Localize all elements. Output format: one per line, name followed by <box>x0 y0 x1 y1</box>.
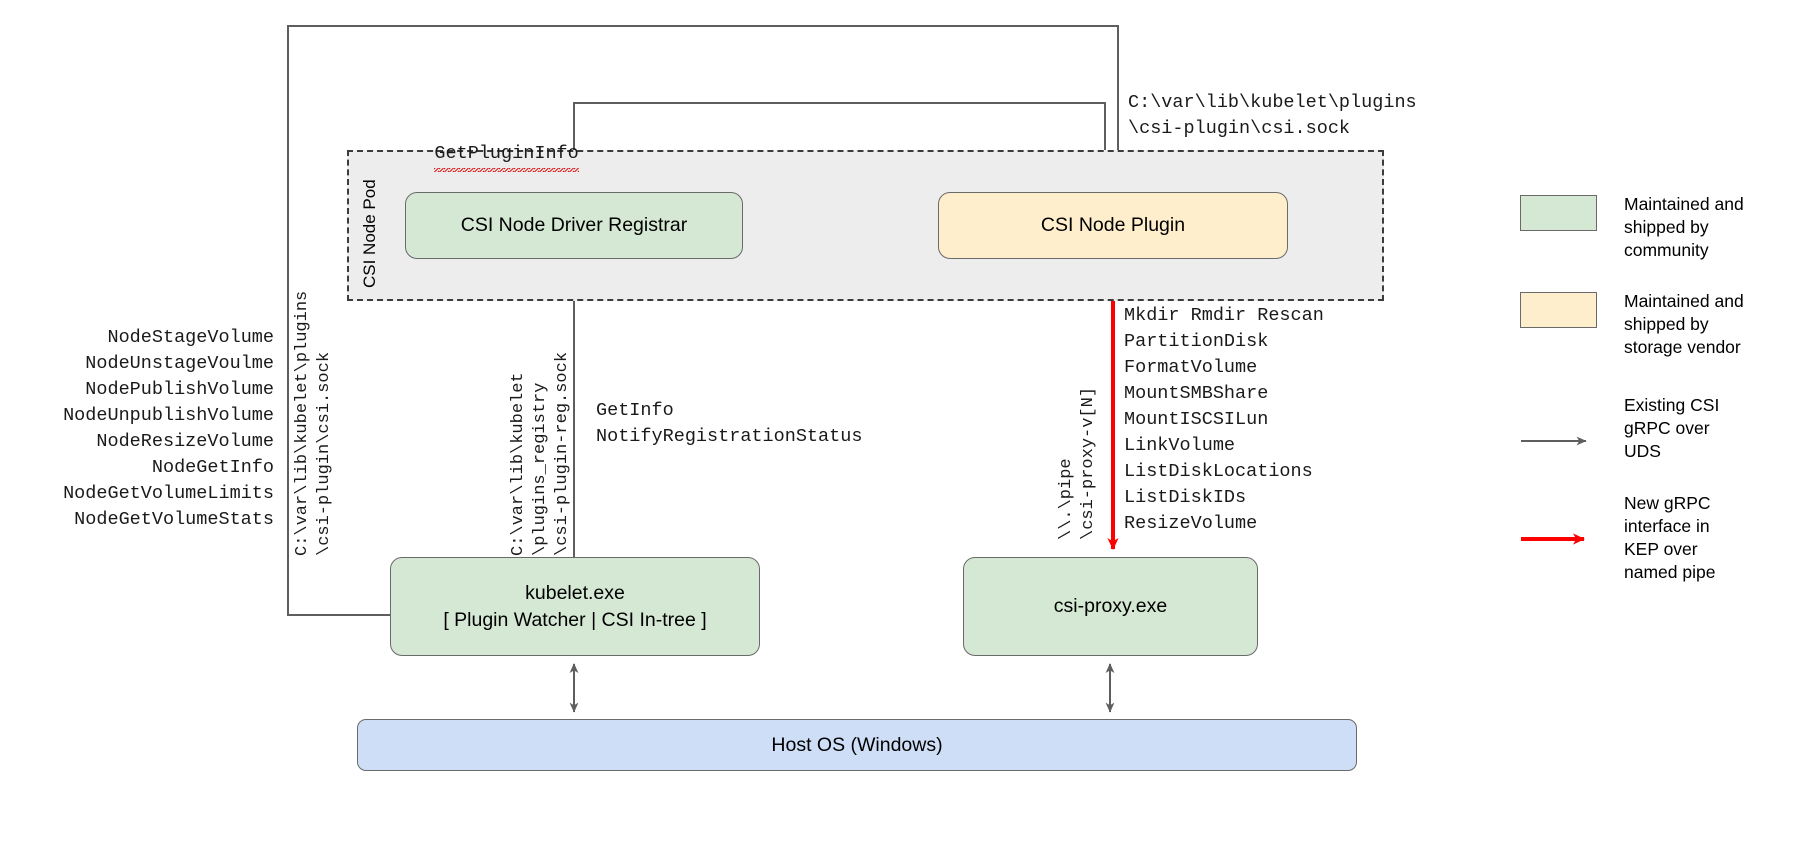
node-csi-node-driver-registrar[interactable]: CSI Node Driver Registrar <box>405 192 743 259</box>
label-registration-socket-path-vertical: C:\var\lib\kubelet \plugins_registry \cs… <box>509 351 572 556</box>
legend-item-existing-csi-grpc: Existing CSI gRPC over UDS <box>1520 394 1719 463</box>
legend-label-storage-vendor: Maintained and shipped by storage vendor <box>1624 291 1744 357</box>
label-get-plugin-info-text: GetPluginInfo <box>434 141 580 172</box>
node-host-os-label: Host OS (Windows) <box>771 733 943 756</box>
label-registration-calls: GetInfo NotifyRegistrationStatus <box>596 400 863 447</box>
node-csi-node-driver-registrar-label: CSI Node Driver Registrar <box>460 214 688 236</box>
legend-swatch-yellow <box>1520 292 1597 328</box>
label-plugin-socket-path: C:\var\lib\kubelet\plugins \csi-plugin\c… <box>1128 92 1417 139</box>
legend-swatch-green <box>1520 195 1597 231</box>
legend-label-existing-csi-grpc: Existing CSI gRPC over UDS <box>1624 395 1720 461</box>
label-named-pipe-path-vertical: \\.\pipe \csi-proxy-v[N] <box>1057 386 1098 540</box>
legend-label-new-grpc: New gRPC interface in KEP over named pip… <box>1624 493 1716 582</box>
node-csi-proxy-exe[interactable]: csi-proxy.exe <box>963 557 1258 656</box>
node-kubelet-exe-sublabel: [ Plugin Watcher | CSI In-tree ] <box>443 608 707 631</box>
node-host-os[interactable]: Host OS (Windows) <box>357 719 1357 771</box>
label-get-plugin-info: GetPluginInfo <box>390 115 580 193</box>
csi-node-pod-label: CSI Node Pod <box>360 179 379 288</box>
legend-arrow-red-slot <box>1520 494 1597 530</box>
label-node-service-operations: NodeStageVolume NodeUnstageVoulme NodePu… <box>63 327 274 530</box>
node-csi-proxy-exe-label: csi-proxy.exe <box>1053 595 1168 617</box>
legend-label-community: Maintained and shipped by community <box>1624 194 1744 260</box>
legend-item-community: Maintained and shipped by community <box>1520 193 1744 262</box>
node-csi-node-plugin-label: CSI Node Plugin <box>1040 214 1186 236</box>
label-csi-socket-path-vertical: C:\var\lib\kubelet\plugins \csi-plugin\c… <box>293 290 334 556</box>
label-csi-proxy-api-operations: Mkdir Rmdir Rescan PartitionDisk FormatV… <box>1124 305 1324 534</box>
node-kubelet-exe[interactable]: kubelet.exe [ Plugin Watcher | CSI In-tr… <box>390 557 760 656</box>
legend-item-storage-vendor: Maintained and shipped by storage vendor <box>1520 290 1744 359</box>
legend-arrow-gray-slot <box>1520 396 1597 432</box>
node-csi-node-plugin[interactable]: CSI Node Plugin <box>938 192 1288 259</box>
node-kubelet-exe-label: kubelet.exe <box>525 581 625 604</box>
legend-item-new-grpc: New gRPC interface in KEP over named pip… <box>1520 492 1715 584</box>
